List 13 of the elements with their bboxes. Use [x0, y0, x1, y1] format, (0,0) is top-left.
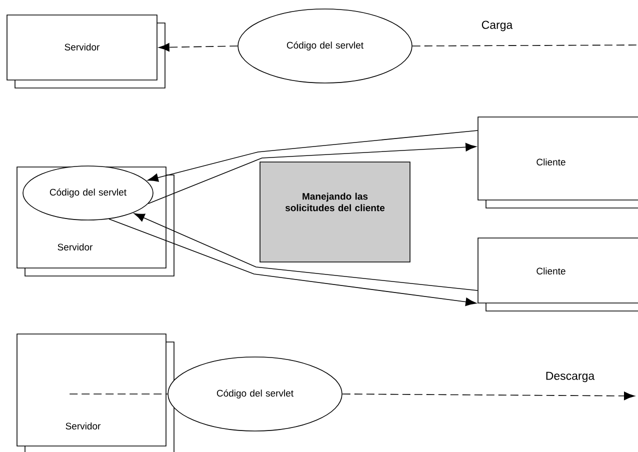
arrow	[108, 218, 476, 306]
arrow	[148, 130, 478, 182]
arrow	[148, 142, 476, 204]
edge-label: Descarga	[544, 370, 596, 384]
server-box: Servidor	[16, 334, 174, 452]
arrow	[342, 392, 635, 400]
server-box: Servidor	[6, 14, 166, 88]
client-box: Cliente	[478, 116, 638, 208]
arrow	[134, 213, 478, 291]
shaded-box: Manejando las solicitudes del cliente	[260, 162, 410, 262]
client-box: Cliente	[478, 238, 638, 312]
arrow	[158, 43, 238, 52]
edge-label: Carga	[480, 20, 514, 32]
